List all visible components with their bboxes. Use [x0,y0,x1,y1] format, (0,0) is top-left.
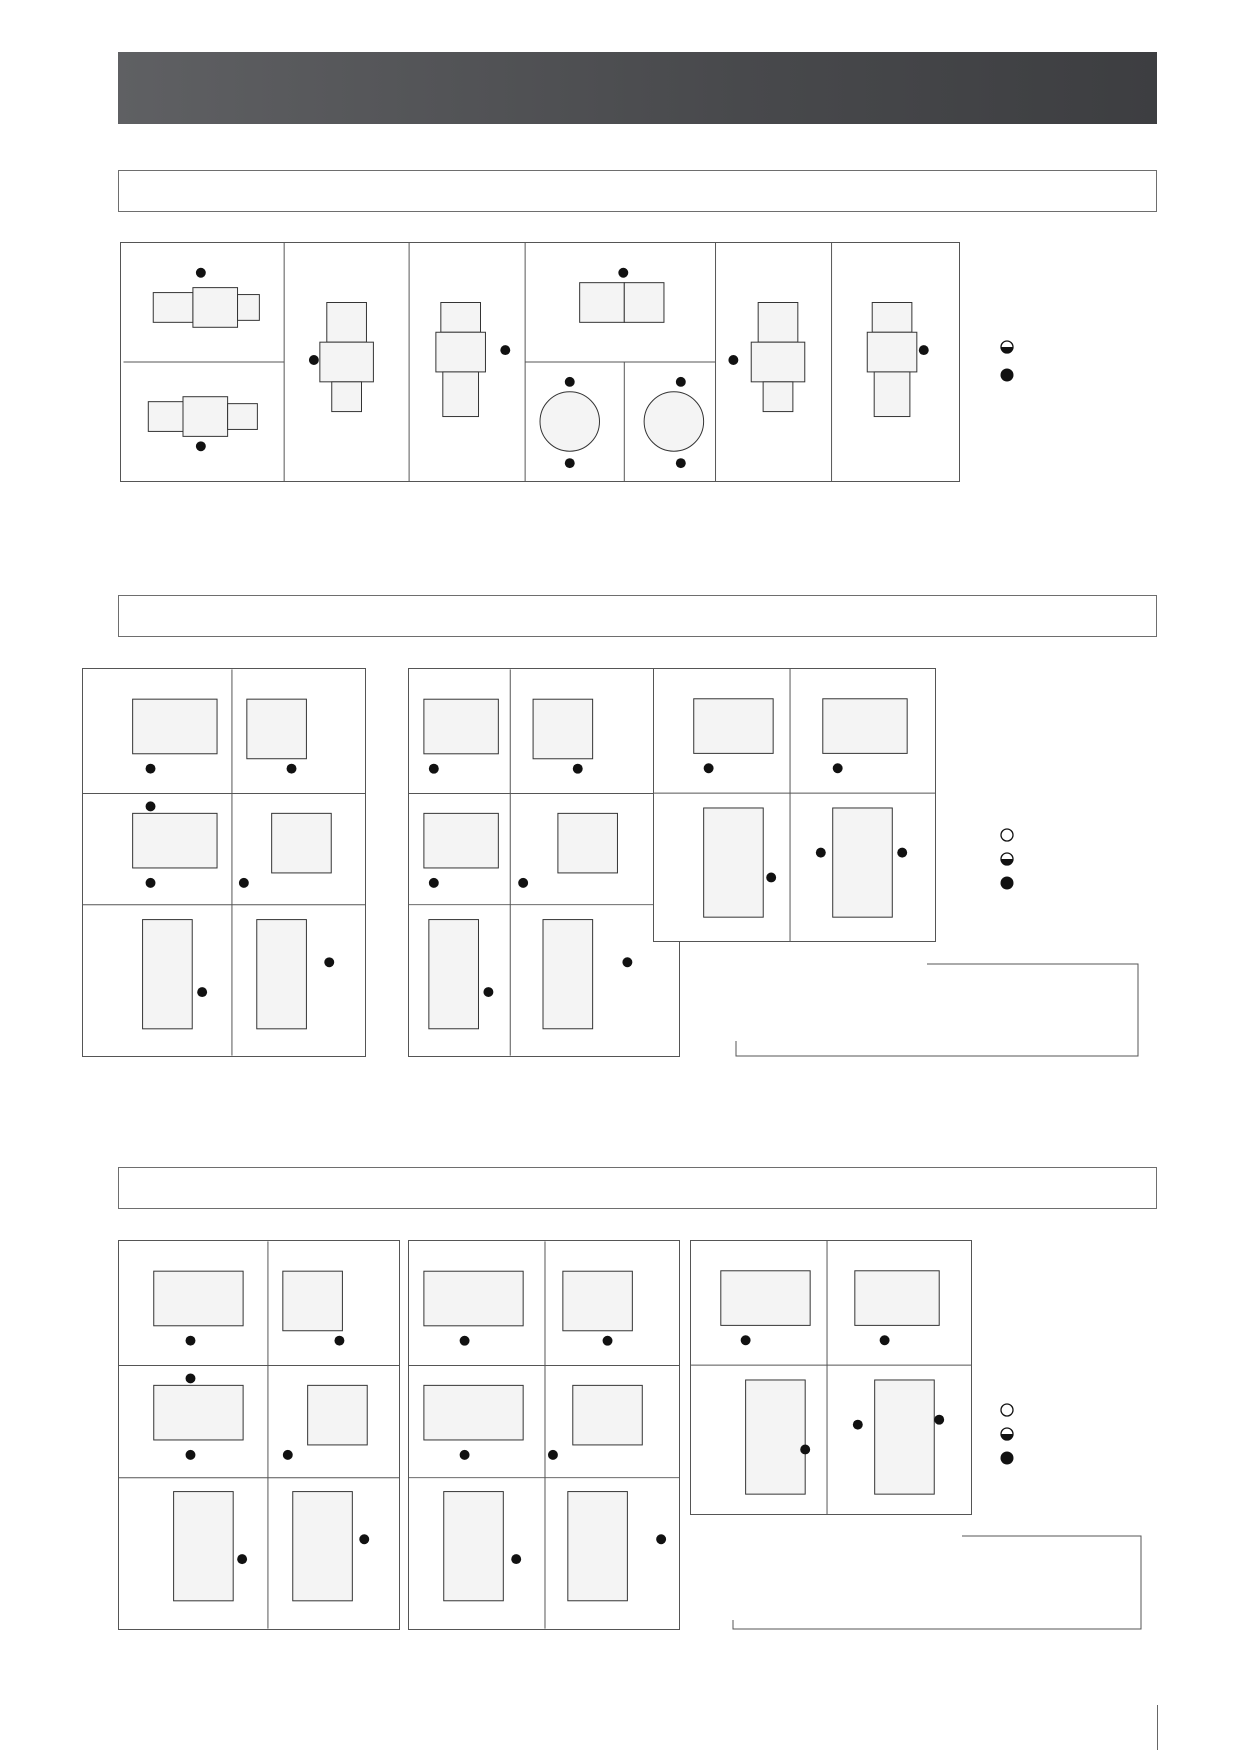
gearmotor-drawings [147,282,918,452]
section-3-diagram-b [409,1241,679,1629]
section-2-legend [1000,828,1040,898]
section-2-diagram-a [83,669,365,1056]
section-3-diagram-a [119,1241,399,1629]
section-2-diagram-b [409,669,679,1056]
section-3-note-frame [732,1535,1142,1630]
header-banner [118,52,1157,124]
section-3-figure-c [690,1240,972,1515]
section-2-figure-c [653,668,936,942]
section-2-note-frame [735,963,1139,1057]
section-2-figure-b [408,668,680,1057]
section-3-title-box [118,1167,1157,1209]
oil-level-markers [195,267,929,469]
section-1-diagram [123,243,929,481]
section-1-title-box [118,170,1157,212]
half-filled-circle-icon [1000,340,1014,354]
page-edge-rule [1157,1705,1158,1750]
section-3-figure-a [118,1240,400,1630]
half-filled-circle-icon [1000,1427,1014,1441]
section-2-figure-a [82,668,366,1057]
filled-circle-icon [1000,876,1014,890]
empty-circle-icon [1000,828,1014,842]
section-3-figure-b [408,1240,680,1630]
section-3-legend [1000,1403,1040,1473]
half-filled-circle-icon [1000,852,1014,866]
section-1-mounting-figure [120,242,960,482]
filled-circle-icon [1000,368,1014,382]
section-2-title-box [118,595,1157,637]
section-1-legend [1000,340,1040,390]
filled-circle-icon [1000,1451,1014,1465]
empty-circle-icon [1000,1403,1014,1417]
section-2-diagram-c [654,669,935,941]
section-3-diagram-c [691,1241,971,1514]
